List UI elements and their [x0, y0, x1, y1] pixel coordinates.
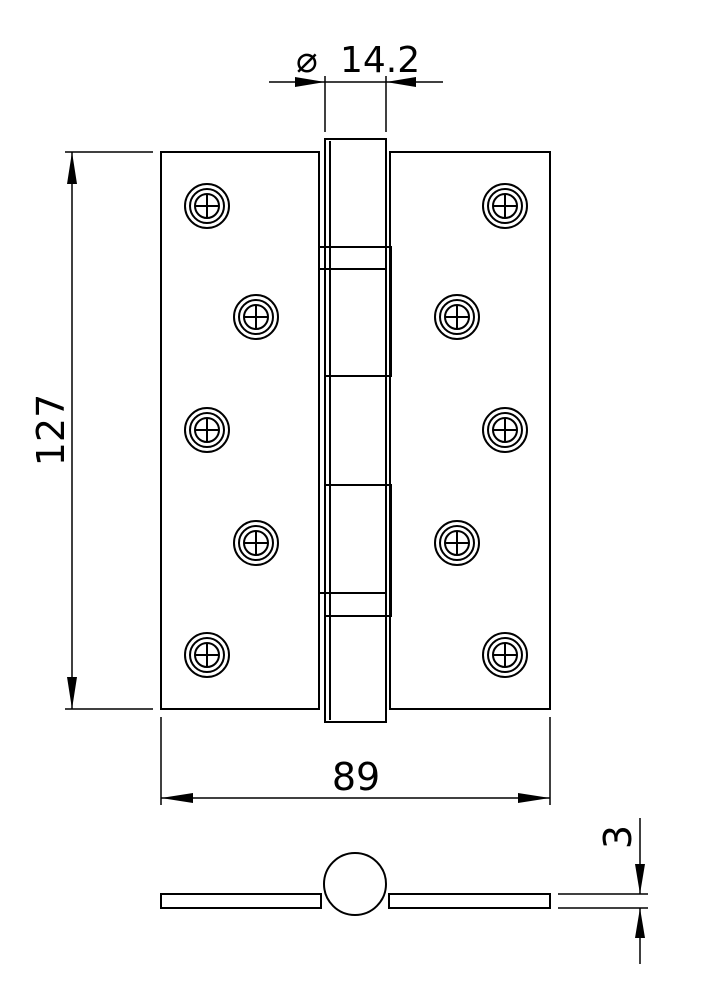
- side-pin-circle: [323, 852, 387, 916]
- knuckle-barrel: [318, 138, 392, 723]
- screw-hole: [184, 407, 230, 453]
- thickness-dimension: [558, 818, 648, 964]
- screw-hole: [482, 407, 528, 453]
- screw-hole: [482, 632, 528, 678]
- pin-diameter-dimension: [269, 76, 443, 132]
- screw-hole: [184, 183, 230, 229]
- screw-hole: [482, 183, 528, 229]
- pin-diameter-symbol: ⌀: [296, 40, 318, 81]
- width-dimension: [160, 717, 551, 805]
- height-dimension: [65, 151, 153, 710]
- hinge-side-view: [160, 852, 551, 916]
- height-label: 127: [29, 394, 73, 467]
- screw-hole: [233, 520, 279, 566]
- left-leaf: [160, 151, 320, 710]
- screw-hole: [184, 632, 230, 678]
- width-label: 89: [332, 755, 380, 799]
- screw-hole: [233, 294, 279, 340]
- screw-hole: [434, 520, 480, 566]
- hinge-front-view: [160, 138, 551, 723]
- thickness-label: 3: [596, 825, 640, 849]
- side-right-leaf: [388, 893, 551, 909]
- side-left-leaf: [160, 893, 322, 909]
- screw-hole: [434, 294, 480, 340]
- pin-diameter-label: 14.2: [340, 40, 420, 81]
- right-leaf: [389, 151, 551, 710]
